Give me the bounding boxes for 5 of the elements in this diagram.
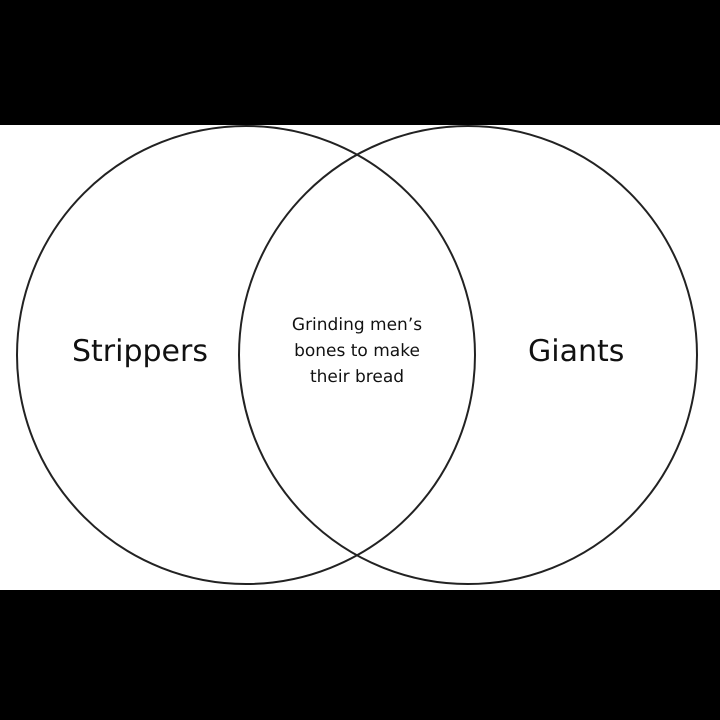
venn-circle — [15, 124, 477, 586]
set-label: Giants — [528, 334, 624, 368]
venn-circle — [237, 124, 699, 586]
intersection-label: Grinding men’s bones to make their bread — [290, 314, 424, 389]
set-label: Strippers — [72, 334, 208, 368]
